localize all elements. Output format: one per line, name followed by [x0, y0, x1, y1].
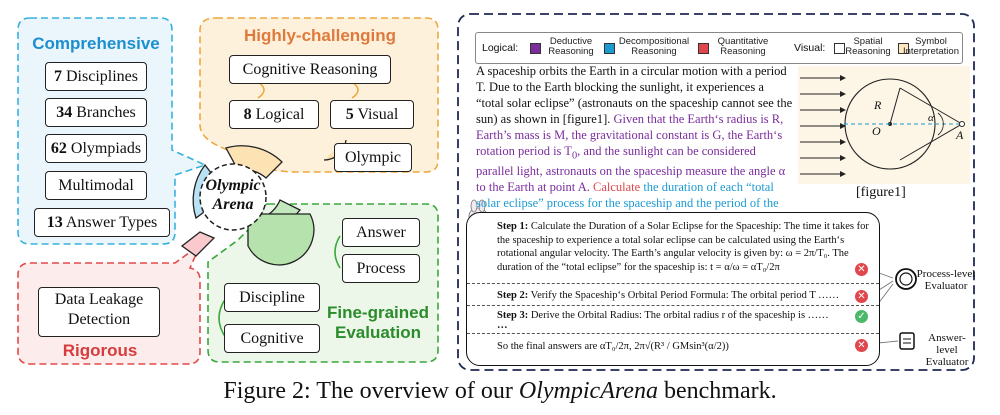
divider-3: [467, 333, 879, 334]
symbol-swatch: [898, 43, 909, 54]
disciplines-box: 7 Disciplines: [45, 62, 147, 91]
tangent-upper: [899, 87, 963, 125]
sunlight-rays: [800, 77, 840, 175]
step3-correct-icon: ✓: [855, 310, 868, 323]
connector-answer-process: [334, 235, 341, 269]
divider-2: [467, 305, 879, 306]
problem-calculate: Calculate: [593, 179, 644, 194]
answer-box: Answer: [342, 218, 420, 247]
challenging-title: Highly-challenging: [243, 26, 397, 45]
figure-label-A: A: [956, 128, 964, 142]
spatial-swatch: [834, 43, 845, 54]
figure-label-O: O: [872, 124, 881, 138]
problem-intro: A spaceship orbits the Earth in a circul…: [476, 64, 793, 126]
rigorous-wedge: [180, 231, 216, 257]
quantitative-swatch: [698, 43, 709, 54]
final-answer: So the final answers are αT₀/2π, 2π√(R³ …: [497, 341, 729, 352]
step-2: Step 2: Verify the Spaceship‘s Orbital P…: [497, 290, 840, 301]
figure-label-alpha: α: [928, 112, 934, 124]
legend-logical-label: Logical:: [482, 42, 519, 54]
radius-line: [889, 87, 901, 125]
center-circle: [199, 163, 267, 231]
step-1: Step 1: Calculate the Duration of a Sola…: [497, 221, 869, 273]
tangent-lower: [899, 123, 963, 161]
process-evaluator-icon: [895, 268, 917, 290]
figure-background: [798, 66, 970, 184]
step-3: Step 3: Derive the Orbital Radius: The o…: [497, 310, 829, 321]
angle-arc: [937, 112, 944, 136]
answer-types-box: 13 Answer Types: [34, 208, 170, 237]
fine-grained-title: Fine-grained Evaluation: [326, 303, 429, 342]
problem-given: Given that the Earth‘s radius is R, Eart…: [476, 111, 786, 194]
discipline-box: Discipline: [224, 283, 320, 312]
step1-wrong-icon: ✕: [855, 263, 868, 276]
comprehensive-title: Comprehensive: [32, 34, 160, 53]
process-box: Process: [342, 254, 420, 283]
step-ellipsis: …: [497, 320, 508, 331]
legend-visual-label: Visual:: [794, 42, 826, 54]
cognitive-reasoning-box: Cognitive Reasoning: [229, 55, 391, 84]
deductive-swatch: [530, 43, 541, 54]
figure-caption-main: Figure 2: The overview of our OlympicAre…: [223, 378, 777, 404]
branches-box: 34 Branches: [45, 98, 147, 127]
cognitive-box: Cognitive: [224, 324, 320, 353]
rigorous-title: Rigorous: [62, 341, 138, 360]
ray-arrowheads: [840, 75, 846, 177]
answer-evaluator-icon: [899, 332, 915, 350]
fine-grained-fan: [247, 213, 315, 266]
problem-statement: A spaceship orbits the Earth in a circul…: [476, 64, 794, 228]
figure-label-R: R: [874, 98, 882, 112]
final-wrong-icon: ✕: [855, 339, 868, 352]
visual-box: 5 Visual: [330, 100, 414, 129]
solution-steps: Step 1: Calculate the Duration of a Sola…: [466, 212, 880, 366]
center-label: Olympic Arena: [205, 177, 261, 213]
figure-caption: [figure1]: [856, 185, 906, 200]
decompositional-swatch: [604, 43, 615, 54]
multimodal-box: Multimodal: [45, 171, 147, 200]
step2-wrong-icon: ✕: [855, 290, 868, 303]
olympic-box: Olympic: [334, 143, 412, 172]
olympiads-box: 62 Olympiads: [45, 134, 147, 163]
data-leakage-box: Data Leakage Detection: [38, 287, 160, 337]
connector-discipline-cognitive: [218, 297, 227, 339]
logical-box: 8 Logical: [229, 100, 319, 129]
point-A: [959, 121, 965, 127]
divider-1: [467, 283, 879, 284]
